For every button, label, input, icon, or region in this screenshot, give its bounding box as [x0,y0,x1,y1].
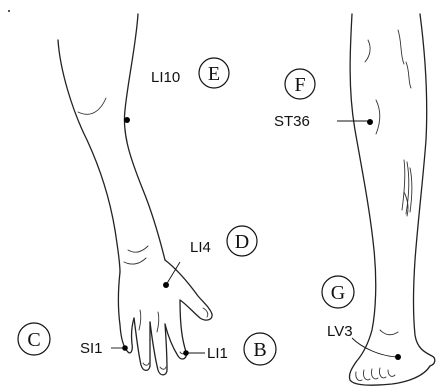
svg-text:B: B [253,339,266,361]
marker-b: B [244,333,276,365]
point-label-li4: LI4 [190,239,211,256]
leader-li4 [166,262,180,285]
stray-mark [8,10,10,12]
svg-text:F: F [294,74,305,96]
marker-c: C [18,323,50,355]
leg-drawing [349,14,434,385]
svg-text:D: D [235,231,249,253]
marker-g: G [322,276,354,308]
point-label-li10: LI10 [151,69,180,86]
point-dot-st36 [367,119,373,125]
marker-d: D [227,226,257,256]
arm-drawing [58,14,212,375]
svg-text:C: C [27,329,40,351]
point-label-st36: ST36 [274,113,310,130]
svg-text:G: G [331,282,345,304]
point-label-lv3: LV3 [327,323,353,340]
point-label-si1: SI1 [80,340,103,357]
svg-text:E: E [208,63,220,85]
marker-e: E [199,58,229,88]
leader-lv3 [352,338,397,357]
point-dot-li10 [124,117,130,123]
point-label-li1: LI1 [207,345,228,362]
marker-f: F [285,69,315,99]
